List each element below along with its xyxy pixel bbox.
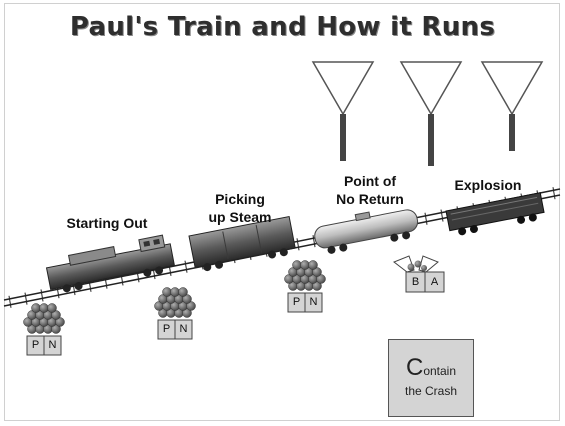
tankcar-icon [314, 209, 419, 254]
pn-box [287, 292, 323, 313]
boxcar-icon [188, 215, 296, 272]
pn-box-p-label: P [162, 323, 171, 335]
pn-box-n-label: N [309, 296, 318, 308]
ba-box-b-label: B [411, 276, 420, 288]
pn-box [157, 319, 193, 340]
contain-big-letter: C [405, 354, 424, 381]
ba-box-icon [392, 255, 445, 293]
flatcar-icon [445, 192, 545, 236]
page-title: Paul's Train and How it Runs [69, 12, 496, 42]
pn-box-n-label: N [179, 323, 188, 335]
pn-box-p-label: P [31, 339, 40, 351]
ball-pile-icon [154, 287, 196, 318]
funnel-icon [480, 61, 544, 151]
slide-frame [4, 3, 560, 421]
stage-label-picking-up-steam: Picking up Steam [208, 191, 272, 225]
funnel-icon [311, 61, 375, 161]
locomotive-icon [45, 234, 175, 293]
contain-rest-text: ontain [423, 364, 457, 378]
funnel-icon [399, 61, 463, 166]
contain-line2: the Crash [404, 384, 458, 398]
ball-pile-icon [23, 303, 65, 334]
pn-box-p-label: P [292, 296, 301, 308]
ball-pile-icon [284, 260, 326, 291]
pn-box [26, 335, 62, 356]
contain-the-crash-box: Contain the Crash [388, 339, 474, 417]
stage-label-explosion: Explosion [454, 177, 522, 193]
stage-label-point-of-no-return: Point of No Return [336, 173, 404, 207]
ba-box-a-label: A [430, 276, 439, 288]
pn-box-n-label: N [48, 339, 57, 351]
stage-label-starting-out: Starting Out [66, 215, 148, 231]
